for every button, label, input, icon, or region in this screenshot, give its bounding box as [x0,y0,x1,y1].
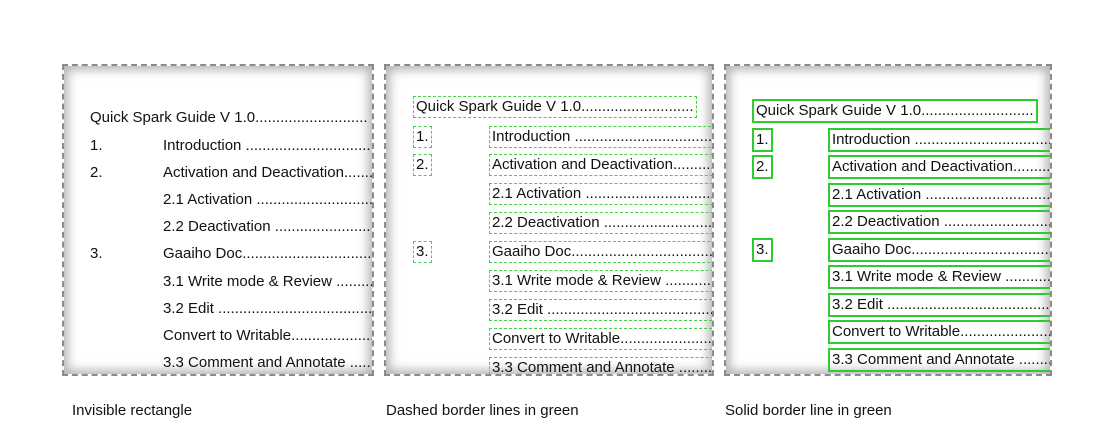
toc-number: 1. [90,137,103,154]
toc-title: Quick Spark Guide V 1.0.................… [90,109,368,126]
toc-entry: 2.2 Deactivation .......................… [163,218,374,235]
toc-number: 2. [90,164,103,181]
toc-number: 2. [413,154,432,176]
toc-entry: 3.1 Write mode & Review ................… [828,265,1050,289]
toc-entry: Introduction ...........................… [828,128,1050,152]
toc-entry: Activation and Deactivation.............… [828,155,1050,179]
toc-title: Quick Spark Guide V 1.0.................… [752,99,1038,123]
toc-number: 3. [413,241,432,263]
toc-entry: Introduction ...........................… [163,137,372,154]
toc-panel-solid: Quick Spark Guide V 1.0.................… [724,64,1052,376]
toc-entry: 3.3 Comment and Annotate ...............… [163,354,372,371]
toc-entry: Convert to Writable.....................… [489,328,712,350]
toc-entry: Convert to Writable.....................… [163,327,372,344]
toc-number: 3. [90,245,103,262]
toc-entry: 3.1 Write mode & Review ................… [163,273,374,290]
toc-entry: Gaaiho Doc..............................… [163,245,372,262]
toc-entry: 2.2 Deactivation .......................… [828,210,1050,234]
toc-entry: Convert to Writable.....................… [828,320,1050,344]
toc-number: 2. [752,155,773,179]
toc-entry: 3.2 Edit ...............................… [828,293,1050,317]
toc-entry: 3.3 Comment and Annotate ...............… [489,357,712,374]
toc-entry: 3.1 Write mode & Review ................… [489,270,712,292]
toc-entry: Gaaiho Doc..............................… [828,238,1050,262]
toc-entry: Activation and Deactivation.............… [163,164,374,181]
toc-entry: 3.2 Edit ...............................… [489,299,712,321]
toc-entry: 2.1 Activation .........................… [489,183,712,205]
toc-entry: Activation and Deactivation.............… [489,154,712,176]
toc-entry: 3.2 Edit ...............................… [163,300,374,317]
toc-entry: 2.1 Activation .........................… [828,183,1050,207]
toc-entry: Gaaiho Doc..............................… [489,241,712,263]
toc-entry: Introduction ...........................… [489,126,712,148]
toc-panel-invisible: Quick Spark Guide V 1.0.................… [62,64,374,376]
toc-entry: 3.3 Comment and Annotate ...............… [828,348,1050,372]
toc-number: 1. [752,128,773,152]
toc-panel-dashed: Quick Spark Guide V 1.0.................… [384,64,714,376]
toc-number: 1. [413,126,432,148]
toc-title: Quick Spark Guide V 1.0.................… [413,96,697,118]
caption-dashed-border: Dashed border lines in green [386,402,579,419]
caption-invisible-rectangle: Invisible rectangle [72,402,193,419]
toc-number: 3. [752,238,773,262]
caption-solid-border: Solid border line in green [725,402,892,419]
toc-entry: 2.2 Deactivation .......................… [489,212,712,234]
toc-entry: 2.1 Activation .........................… [163,191,374,208]
